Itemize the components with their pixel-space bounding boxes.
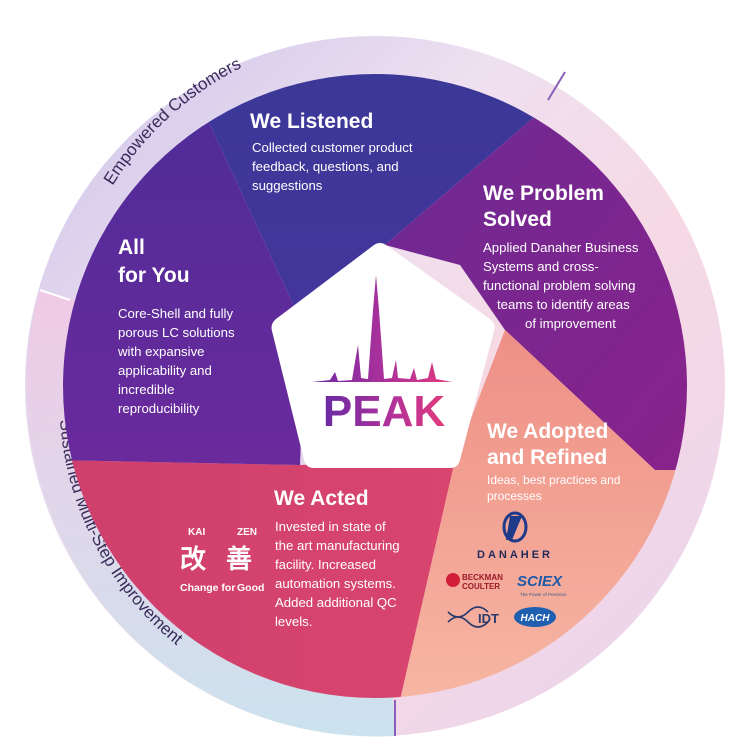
all-for-you-title-1: All [118,236,145,259]
we-adopted-body-1: Ideas, best practices and [487,473,620,487]
we-acted-title: We Acted [274,487,369,510]
we-acted-body-1: Invested in state of [275,519,386,534]
we-listened-body-1: Collected customer product [252,140,413,155]
all-for-you-body-2: porous LC solutions [118,325,235,340]
kaizen-mark: KAI ZEN 改 善 Change for Good [180,527,264,594]
idt-logo: IDT [447,606,499,628]
all-for-you-body-4: applicability and [118,363,212,378]
beckman-line-2: COULTER [462,582,500,591]
peak-logo-text: PEAK [323,387,445,436]
we-acted-body-3: facility. Increased [275,557,376,572]
hach-wordmark: HACH [521,613,551,624]
all-for-you-body-1: Core-Shell and fully [118,306,233,321]
sciex-wordmark: SCIEX [517,573,563,590]
we-problem-solved-body-1: Applied Danaher Business [483,240,639,255]
segment-we-listened [180,74,560,330]
all-for-you-title-2: for You [118,264,190,287]
danaher-mark-slash-icon [506,516,522,540]
ring-divider-top [547,71,566,101]
kaizen-change-for: Change for [180,582,235,594]
hach-badge-icon [514,607,556,627]
beckman-line-1: BECKMAN [462,573,503,582]
ring-divider-left [39,289,71,301]
we-acted-body-5: Added additional QC [275,595,397,610]
center-pentagon [271,243,495,468]
we-problem-solved-body-2: Systems and cross- [483,259,599,274]
beckman-mark-icon [446,573,460,587]
danaher-logo: DANAHER [477,511,553,561]
we-problem-solved-body-5: of improvement [525,316,616,331]
idt-wordmark: IDT [478,611,499,626]
we-problem-solved-title-2: Solved [483,208,552,231]
danaher-wordmark: DANAHER [477,549,553,561]
sciex-tagline: The Power of Precision [520,592,567,597]
we-listened-body-3: suggestions [252,178,323,193]
we-adopted-title-1: We Adopted [487,420,608,443]
all-for-you-body-5: incredible [118,382,174,397]
kaizen-good: Good [237,582,264,594]
kaizen-kai-label: KAI [188,527,205,538]
we-problem-solved-title-1: We Problem [483,182,604,205]
chromatogram-peaks-icon [312,275,452,382]
we-acted-body-2: the art manufacturing [275,538,400,553]
kaizen-kanji-zen: 善 [226,544,252,575]
all-for-you-body-6: reproducibility [118,401,200,416]
we-adopted-title-2: and Refined [487,446,607,469]
beckman-coulter-logo: BECKMAN COULTER [446,573,503,591]
we-acted-body-4: automation systems. [275,576,396,591]
we-problem-solved-body-3: functional problem solving [483,278,635,293]
we-acted-body-6: levels. [275,614,312,629]
all-for-you-body-3: with expansive [117,344,205,359]
danaher-mark-icon [502,511,528,543]
we-problem-solved-body-4: teams to identify areas [497,297,630,312]
kaizen-zen-label: ZEN [237,527,257,538]
hach-logo: HACH [514,607,556,627]
kaizen-kanji-kai: 改 [180,544,206,575]
sciex-logo: SCIEX The Power of Precision [517,573,567,597]
we-adopted-body-2: processes [487,489,542,503]
we-listened-body-2: feedback, questions, and [252,159,399,174]
idt-helix-icon [447,606,489,628]
we-listened-title: We Listened [250,110,373,133]
